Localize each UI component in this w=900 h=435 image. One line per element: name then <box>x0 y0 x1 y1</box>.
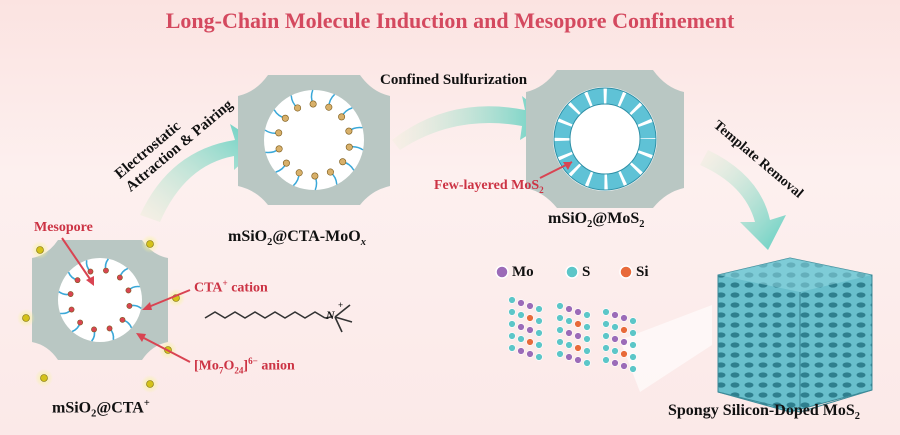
arrow-step3 <box>700 150 786 250</box>
stage4-label: Spongy Silicon-Doped MoS2 <box>668 402 860 423</box>
cta-cation-label: CTA+ cation <box>194 278 268 296</box>
particle-stage3 <box>526 70 684 208</box>
particle-stage1 <box>32 240 168 360</box>
stage1-label: mSiO2@CTA+ <box>52 398 150 420</box>
molecule-charge-label: + <box>338 300 344 310</box>
stage2-label: mSiO2@CTA-MoOx <box>228 228 366 249</box>
arrow-step1 <box>140 124 262 222</box>
step2-label: Confined Sulfurization <box>380 72 528 88</box>
legend-si: Si <box>636 264 649 280</box>
mesopore-label: Mesopore <box>34 220 93 235</box>
legend-mo: Mo <box>512 264 534 280</box>
few-layered-label: Few-layered MoS2 <box>434 178 544 195</box>
particle-stage2 <box>238 75 390 205</box>
diagram-title: Long-Chain Molecule Induction and Mesopo… <box>165 8 735 33</box>
spongy-cube <box>717 257 873 413</box>
legend-s: S <box>582 264 591 280</box>
molecule-n-label: N <box>326 308 335 322</box>
stage3-label: mSiO2@MoS2 <box>548 210 645 231</box>
anion-label: [Mo7O24]6− anion <box>194 356 295 376</box>
arrow-step2 <box>392 96 552 150</box>
